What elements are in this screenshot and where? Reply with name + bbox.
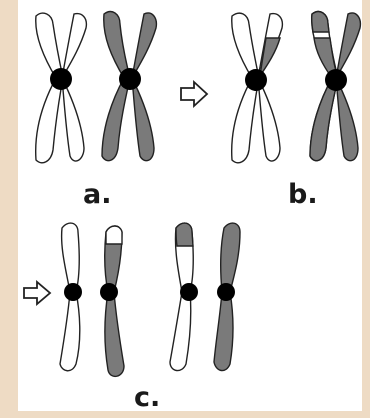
arrow-b-to-c (24, 282, 50, 304)
panel-c-centromere-1 (64, 283, 82, 301)
panel-c-chromatid-2-white-tip (106, 226, 122, 244)
panel-c-centromere-4 (217, 283, 235, 301)
panel-a: a. (36, 12, 157, 210)
panel-b-white-centromere (245, 69, 267, 91)
panel-b-label: b. (288, 179, 318, 210)
panel-a-gray-centromere (119, 68, 141, 90)
panel-b-gray-tip (312, 12, 329, 32)
panel-c-chromatid-2 (105, 226, 124, 376)
panel-c-chromatid-3-gray-tip (176, 223, 193, 246)
panel-b-gray-chromatid-left-lower (310, 38, 338, 161)
panel-b: b. (232, 12, 361, 210)
panel-c: c. (60, 223, 240, 413)
panel-a-gray-chromosome (102, 12, 156, 161)
panel-c-centromere-2 (100, 283, 118, 301)
panel-b-white-chromosome (232, 13, 283, 163)
arrow-a-to-b (181, 82, 207, 106)
panel-a-white-centromere (50, 68, 72, 90)
panel-a-white-chromosome (36, 13, 87, 163)
panel-a-label: a. (83, 179, 111, 210)
panel-b-gray-centromere (325, 69, 347, 91)
panel-b-gray-chromosome (310, 12, 360, 161)
panel-b-exchanged-gray-segment (260, 38, 280, 76)
panel-c-centromere-3 (180, 283, 198, 301)
panel-c-label: c. (134, 382, 160, 413)
